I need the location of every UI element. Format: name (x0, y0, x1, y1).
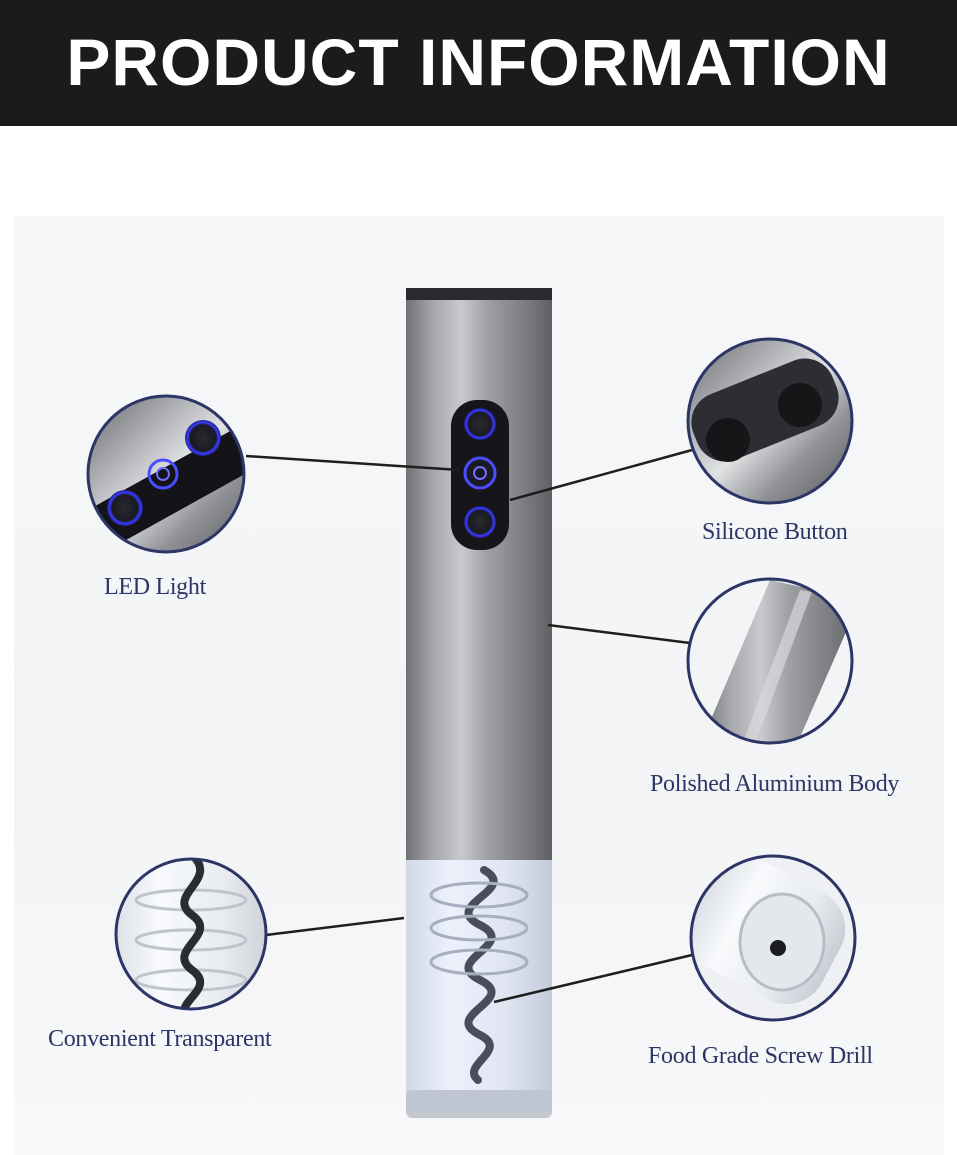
aluminium-body-closeup-icon (686, 577, 854, 745)
page-title: PRODUCT INFORMATION (66, 25, 891, 99)
callout-label-silicone-button: Silicone Button (702, 519, 848, 545)
callout-label-screw-drill: Food Grade Screw Drill (648, 1043, 873, 1069)
led-light-closeup-icon (86, 394, 246, 554)
callout-lines (245, 448, 693, 1004)
callout-label-aluminium-body: Polished Aluminium Body (650, 771, 900, 797)
silicone-button-closeup-icon (686, 337, 854, 505)
wine-opener-device (406, 288, 552, 1118)
page-header: PRODUCT INFORMATION (0, 0, 957, 126)
callout-label-transparent: Convenient Transparent (48, 1026, 272, 1052)
callout-label-led-light: LED Light (104, 574, 206, 600)
screw-drill-closeup-icon (689, 854, 857, 1022)
transparent-sleeve-closeup-icon (114, 857, 268, 1011)
